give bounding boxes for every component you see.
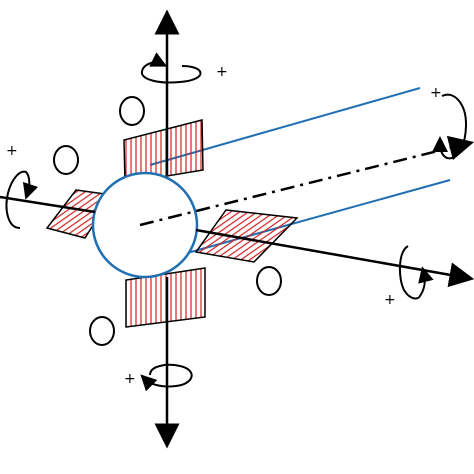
small-circle-icon	[89, 316, 115, 346]
small-circle-icon	[119, 96, 145, 126]
tube-axis-dashdot	[139, 135, 474, 227]
right-hatched-plate	[194, 209, 299, 263]
sign-horizontal-right: +	[384, 292, 396, 308]
hatched-plates	[45, 119, 299, 328]
sign-horizontal-left: +	[6, 143, 18, 159]
sign-vertical-bottom: +	[124, 371, 136, 387]
bottom-hatched-plate	[125, 267, 206, 328]
rotation-signs: + + + + +	[6, 64, 442, 387]
small-circles	[53, 96, 282, 346]
left-hatched-plate	[45, 189, 114, 239]
horizontal-axis	[0, 195, 474, 288]
rotation-arrow-icon	[140, 363, 193, 392]
rotation-arrow-icon	[140, 52, 202, 84]
horizontal-axis-right	[195, 228, 474, 288]
rotation-arrow-icon	[5, 170, 39, 229]
small-circle-icon	[256, 266, 282, 296]
sign-vertical-top: +	[216, 64, 228, 80]
rotation-arrow-icon	[398, 245, 434, 300]
sign-tube-axis: +	[430, 85, 442, 101]
small-circle-icon	[53, 145, 79, 175]
rotation-arrows	[5, 52, 468, 392]
horizontal-axis-left	[0, 195, 96, 214]
rotation-arrow-icon	[432, 93, 468, 160]
top-hatched-plate	[123, 119, 204, 184]
